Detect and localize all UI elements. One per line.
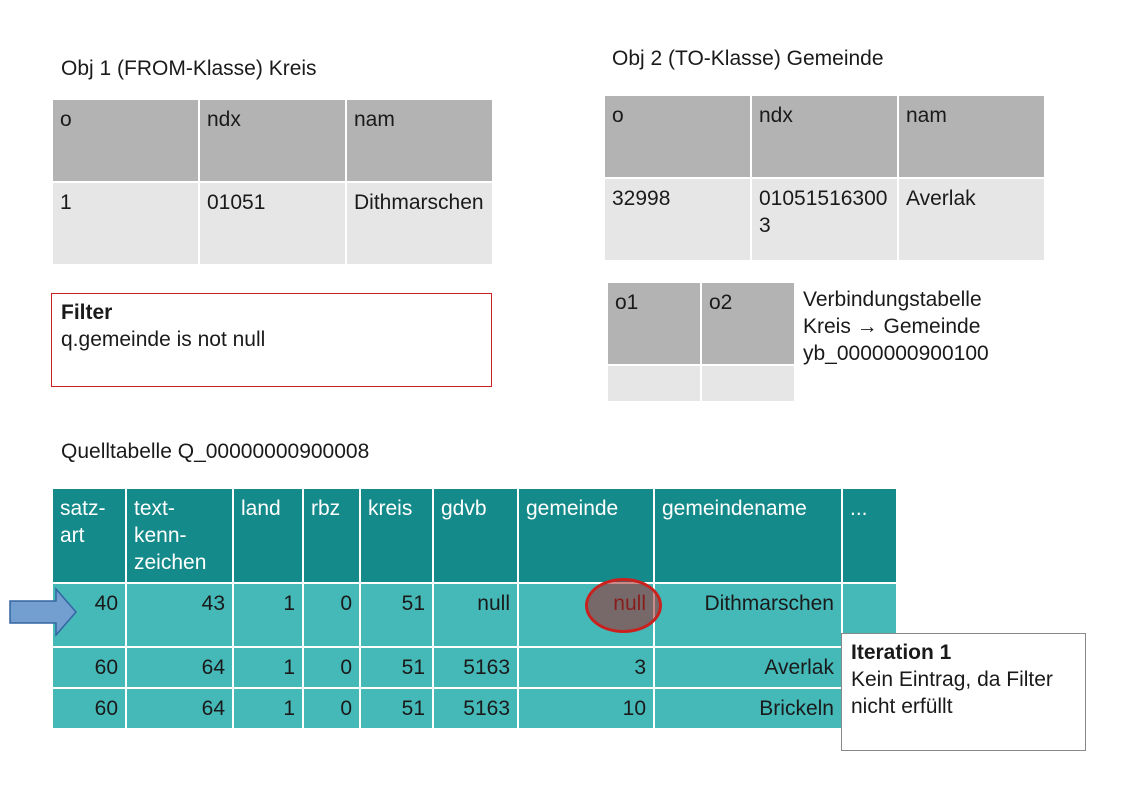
verbindung-line3: yb_0000000900100	[803, 342, 989, 365]
source-cell: 0	[302, 646, 361, 689]
iteration-box: Iteration 1 Kein Eintrag, da Filter nich…	[841, 633, 1086, 751]
iteration-text: Kein Eintrag, da Filter nicht erfüllt	[851, 668, 1053, 718]
source-header-gemeinde: gemeinde	[517, 487, 655, 584]
source-cell: 51	[359, 646, 434, 689]
verbindung-header-o1: o1	[606, 281, 702, 366]
source-header-land: land	[232, 487, 304, 584]
source-cell: 1	[232, 582, 304, 648]
obj1-header-o: o	[51, 98, 200, 183]
source-header-satzart: satz-art	[51, 487, 127, 584]
source-cell: 51	[359, 582, 434, 648]
source-header-kreis: kreis	[359, 487, 434, 584]
obj1-cell-nam: Dithmarschen	[345, 181, 494, 266]
source-cell: 64	[125, 687, 234, 730]
source-cell: 1	[232, 646, 304, 689]
source-table: satz-art text-kenn-zeichen land rbz krei…	[51, 487, 898, 730]
table-row: 40 43 1 0 51 null null Dithmarschen	[51, 582, 898, 648]
verbindung-label: Verbindungstabelle Kreis → Gemeinde yb_0…	[803, 286, 989, 367]
obj2-header-ndx: ndx	[750, 94, 899, 179]
obj2-title: Obj 2 (TO-Klasse) Gemeinde	[612, 47, 884, 70]
obj2-cell-o: 32998	[603, 177, 752, 262]
obj2-cell-nam: Averlak	[897, 177, 1046, 262]
source-cell: 5163	[432, 646, 519, 689]
source-header-gemeindename: gemeindename	[653, 487, 843, 584]
obj2-header-o: o	[603, 94, 752, 179]
filter-title: Filter	[61, 301, 113, 324]
verbindung-cell-o2	[700, 364, 796, 403]
source-header-more: ...	[841, 487, 898, 584]
source-cell: 43	[125, 582, 234, 648]
source-cell: 3	[517, 646, 655, 689]
obj2-table: o ndx nam 32998 010515163003 Averlak	[603, 94, 1046, 262]
obj1-cell-ndx: 01051	[198, 181, 347, 266]
iteration-title: Iteration 1	[851, 641, 952, 664]
table-row: 60 64 1 0 51 5163 3 Averlak	[51, 646, 898, 689]
obj1-header-ndx: ndx	[198, 98, 347, 183]
source-header-gdvb: gdvb	[432, 487, 519, 584]
source-header-rbz: rbz	[302, 487, 361, 584]
verbindung-line2: Kreis → Gemeinde	[803, 315, 981, 338]
filter-box: Filter q.gemeinde is not null	[51, 293, 492, 387]
source-header-textkennzeichen: text-kenn-zeichen	[125, 487, 234, 584]
source-cell: 10	[517, 687, 655, 730]
verbindung-header-o2: o2	[700, 281, 796, 366]
verbindung-table: o1 o2	[606, 281, 796, 403]
obj2-header-nam: nam	[897, 94, 1046, 179]
source-cell: 40	[51, 582, 127, 648]
source-cell: 5163	[432, 687, 519, 730]
source-title: Quelltabelle Q_00000000900008	[61, 440, 370, 463]
obj1-header-nam: nam	[345, 98, 494, 183]
filter-condition: q.gemeinde is not null	[61, 328, 266, 351]
source-cell: 64	[125, 646, 234, 689]
current-row-arrow-icon	[9, 587, 77, 637]
verbindung-line1: Verbindungstabelle	[803, 288, 982, 311]
obj1-title: Obj 1 (FROM-Klasse) Kreis	[61, 57, 317, 80]
source-cell: Dithmarschen	[653, 582, 843, 648]
source-cell: 0	[302, 687, 361, 730]
source-cell: null	[432, 582, 519, 648]
source-cell: Averlak	[653, 646, 843, 689]
source-cell: 60	[51, 687, 127, 730]
obj2-cell-ndx: 010515163003	[750, 177, 899, 262]
obj1-table: o ndx nam 1 01051 Dithmarschen	[51, 98, 494, 266]
source-cell: 51	[359, 687, 434, 730]
source-cell: 60	[51, 646, 127, 689]
obj1-cell-o: 1	[51, 181, 200, 266]
source-cell: 1	[232, 687, 304, 730]
verbindung-cell-o1	[606, 364, 702, 403]
null-highlight-circle	[585, 578, 662, 633]
source-cell: 0	[302, 582, 361, 648]
source-cell: Brickeln	[653, 687, 843, 730]
table-row: 60 64 1 0 51 5163 10 Brickeln	[51, 687, 898, 730]
